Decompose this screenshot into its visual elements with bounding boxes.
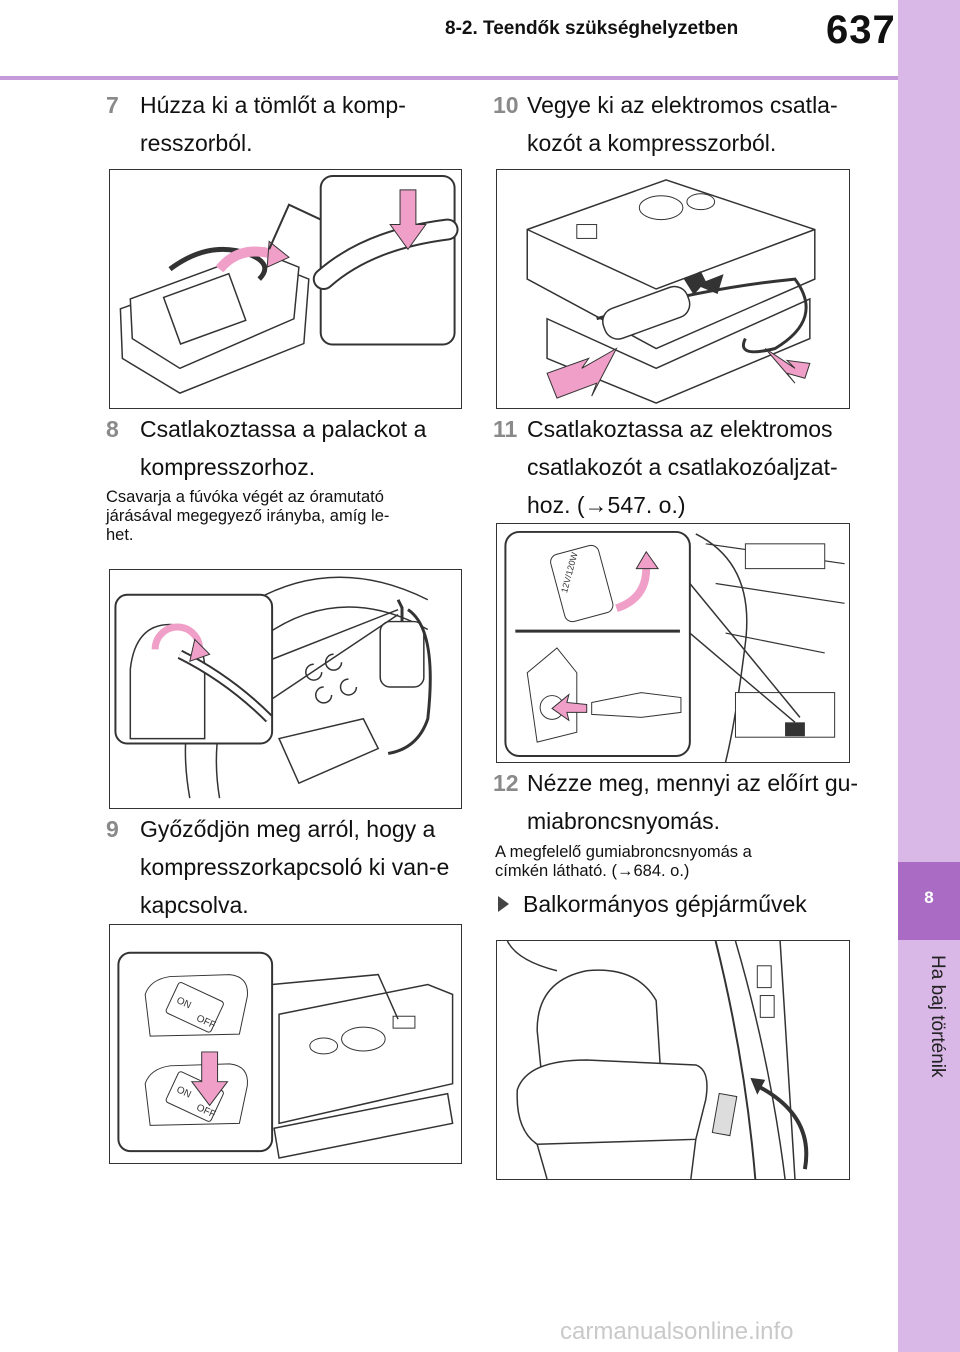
step-text-line: resszorból. [140, 130, 253, 156]
step-text-line: kapcsolva. [140, 892, 249, 918]
chapter-title: Ha baj történik [927, 955, 948, 1078]
figure-remove-hose [109, 169, 462, 409]
switch-illustration: ON OFF ON OFF [117, 951, 454, 1159]
step-12-note: A megfelelő gumiabroncsnyomás a címkén l… [495, 843, 752, 881]
figure-remove-connector [496, 169, 850, 409]
page-number: 637 [826, 8, 896, 52]
watermark: carmanualsonline.info [560, 1318, 794, 1345]
step-9: 9 Győződjön meg arról, hogy a kompresszo… [106, 810, 450, 924]
figure-compressor-switch: ON OFF ON OFF [109, 924, 462, 1164]
connector-removal-illustration [526, 179, 816, 404]
step-11: 11 Csatlakoztassa az elektromos csatlako… [493, 410, 838, 524]
step-number: 9 [106, 816, 119, 842]
step-number: 11 [493, 416, 518, 442]
note-line: Csavarja a fúvóka végét az óramutató [106, 488, 384, 506]
subheading-text: Balkormányos gépjárművek [523, 891, 807, 917]
step-text-line: Húzza ki a tömlőt a komp- [140, 92, 406, 118]
note-line: címkén látható. (→684. o.) [495, 862, 690, 880]
triangle-bullet-icon [498, 895, 509, 912]
side-tab-lower [898, 940, 960, 1352]
side-tab-chapter-marker [898, 862, 960, 940]
bottle-connection-illustration [114, 576, 432, 799]
note-line: het. [106, 526, 134, 544]
note-line: járásával megegyező irányba, amíg le- [106, 507, 390, 525]
step-text-line: Vegye ki az elektromos csatla- [527, 92, 838, 118]
step-10: 10 Vegye ki az elektromos csatla- kozót … [493, 86, 838, 162]
figure-pressure-label-location [496, 940, 850, 1180]
step-text-line: hoz. (→547. o.) [527, 492, 686, 518]
step-text-line: kompresszorkapcsoló ki van-e [140, 854, 450, 880]
note-line: A megfelelő gumiabroncsnyomás a [495, 843, 752, 861]
header-divider [0, 76, 898, 80]
step-number: 12 [493, 770, 519, 796]
header-section-title: 8-2. Teendők szükséghelyzetben [445, 18, 739, 39]
compressor-hose-illustration [119, 174, 459, 394]
step-number: 8 [106, 416, 119, 442]
step-number: 10 [493, 92, 519, 118]
step-7: 7 Húzza ki a tömlőt a komp- resszorból. [106, 86, 406, 162]
step-text-line: miabroncsnyomás. [527, 808, 721, 834]
figure-connect-socket: 12V/120W [496, 523, 850, 763]
step-8-note: Csavarja a fúvóka végét az óramutató jár… [106, 488, 389, 545]
step-text-line: Csatlakoztassa az elektromos [527, 416, 833, 442]
step-number: 7 [106, 92, 119, 118]
subheading-lhd-vehicles: Balkormányos gépjárművek [498, 891, 807, 918]
step-text-line: Győződjön meg arról, hogy a [140, 816, 436, 842]
figure-connect-bottle [109, 569, 462, 809]
chapter-number: 8 [924, 888, 934, 907]
step-text-line: Csatlakoztassa a palackot a [140, 416, 427, 442]
step-text-line: Nézze meg, mennyi az előírt gu- [527, 770, 859, 796]
side-tab-upper [898, 0, 960, 862]
step-text-line: kozót a kompresszorból. [527, 130, 777, 156]
step-8: 8 Csatlakoztassa a palackot a kompresszo… [106, 410, 427, 486]
step-text-line: csatlakozót a csatlakozóaljzat- [527, 454, 838, 480]
socket-connection-illustration: 12V/120W [504, 530, 845, 762]
step-12: 12 Nézze meg, mennyi az előírt gu- miabr… [493, 764, 859, 840]
step-text-line: kompresszorhoz. [140, 454, 316, 480]
door-label-illustration [506, 941, 809, 1179]
